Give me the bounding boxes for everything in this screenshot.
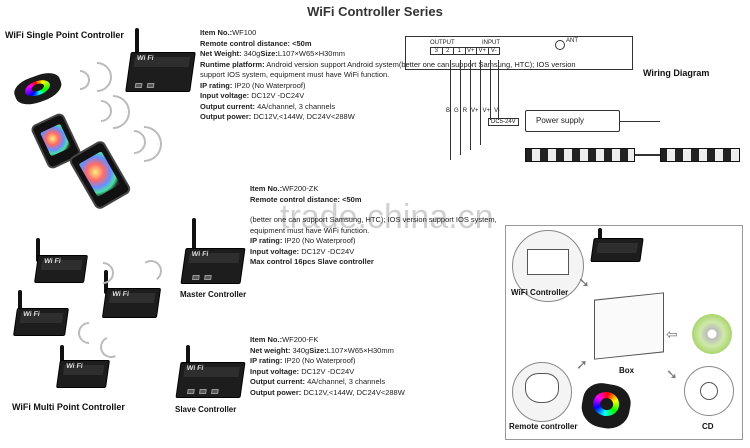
watermark: trade.china.cn	[280, 198, 494, 236]
power-cord	[620, 121, 660, 122]
arrow-icon: ➘	[578, 274, 590, 290]
slave-device-image: Wi Fi	[56, 360, 110, 388]
wifi-logo: Wi Fi	[136, 55, 155, 62]
antenna	[104, 270, 108, 294]
wf100-spec-block: Item No.:WF100 Remote control distance: …	[200, 28, 576, 121]
package-contents-panel: WiFi Controller Box CD Remote controller…	[505, 225, 743, 440]
dc-voltage-label: DC5-24V	[488, 118, 519, 126]
ant-label: ANT	[566, 38, 578, 44]
power-supply-box	[525, 110, 620, 132]
wire-g	[460, 60, 461, 155]
controller-outline	[405, 36, 633, 70]
led-strip-image	[660, 148, 740, 162]
wf100-device-image: Wi Fi	[125, 52, 196, 92]
cd-image	[692, 314, 732, 354]
antenna	[60, 345, 64, 367]
remote-controller-label: Remote controller	[509, 422, 578, 431]
signal-wave-icon	[87, 257, 119, 289]
wire-vplus	[480, 60, 481, 145]
controller-photo	[590, 238, 644, 262]
signal-wave-icon	[138, 258, 164, 284]
signal-wave-icon	[96, 332, 126, 362]
slave-device-image: Wi Fi	[34, 255, 88, 283]
remote-controller-image	[11, 68, 65, 110]
remote-sketch	[512, 362, 572, 422]
wire-vminus	[498, 60, 499, 120]
page-title: WiFi Controller Series	[307, 4, 443, 19]
wf200fk-spec-block: Item No.:WF200-FK Net weight: 340gSize:L…	[250, 335, 405, 397]
antenna	[36, 238, 40, 262]
arrow-icon: ➚	[576, 356, 588, 372]
box-label: Box	[619, 366, 635, 375]
multi-point-label: WiFi Multi Point Controller	[12, 402, 125, 412]
single-point-label: WiFi Single Point Controller	[5, 30, 124, 40]
antenna	[18, 290, 22, 314]
arrow-icon: ⇦	[666, 326, 678, 342]
wire-vplus-2	[490, 60, 491, 120]
wire-labels: B G R V+ V+ V-	[446, 108, 500, 114]
led-strip-image	[525, 148, 635, 162]
cd-sketch	[684, 366, 734, 416]
signal-wave-icon	[75, 55, 119, 99]
antenna	[192, 218, 196, 254]
wifi-controller-label: WiFi Controller	[511, 288, 569, 297]
wire-b	[450, 60, 451, 160]
arrow-icon: ➘	[666, 366, 678, 382]
slave-device-image: Wi Fi	[13, 308, 69, 336]
cd-label: CD	[702, 422, 714, 431]
antenna-connector-icon	[555, 40, 565, 50]
wiring-diagram-title: Wiring Diagram	[643, 68, 710, 78]
signal-wave-icon	[118, 118, 170, 170]
signal-wave-icon	[88, 87, 138, 137]
slave-controller-image: Wi Fi	[175, 362, 246, 398]
wf200zk-spec-block: Item No.:WF200-ZK Remote control distanc…	[250, 184, 497, 266]
antenna	[135, 28, 139, 58]
slave-controller-label: Slave Controller	[175, 405, 237, 414]
wifi-controller-sketch	[512, 230, 584, 302]
master-controller-image: Wi Fi	[180, 248, 246, 284]
antenna	[186, 345, 190, 375]
remote-photo	[578, 380, 634, 432]
box-sketch	[594, 292, 664, 360]
master-controller-label: Master Controller	[180, 290, 247, 299]
wire-r	[470, 60, 471, 150]
slave-device-image: Wi Fi	[101, 288, 162, 318]
power-supply-label: Power supply	[536, 116, 585, 125]
strip-connector	[635, 154, 660, 156]
